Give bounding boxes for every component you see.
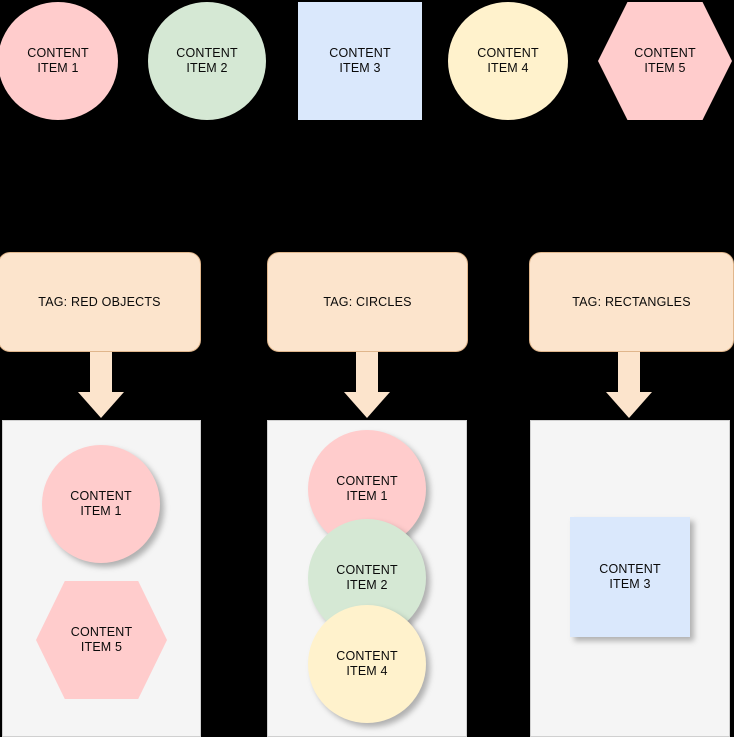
arrow-stem [618, 352, 640, 392]
arrow-circles-icon [344, 352, 390, 418]
shape-label: CONTENT ITEM 1 [70, 489, 132, 518]
source-item-4-circle[interactable]: CONTENT ITEM 4 [448, 2, 568, 120]
shape-label: CONTENT ITEM 1 [27, 46, 89, 75]
panel-red-objects-item-2-hexagon[interactable]: CONTENT ITEM 5 [36, 581, 167, 699]
panel-rectangles-item-1-rectangle[interactable]: CONTENT ITEM 3 [570, 517, 690, 637]
shape-label: CONTENT ITEM 5 [70, 625, 133, 654]
arrow-head [606, 392, 652, 418]
tag-box-2[interactable]: TAG: CIRCLES [267, 252, 468, 352]
source-item-3-rectangle[interactable]: CONTENT ITEM 3 [298, 2, 422, 120]
panel-red-objects-item-1-circle[interactable]: CONTENT ITEM 1 [42, 445, 160, 563]
shape-label: CONTENT ITEM 4 [336, 649, 398, 678]
arrow-head [344, 392, 390, 418]
tag-box-1[interactable]: TAG: RED OBJECTS [0, 252, 201, 352]
tag-label: TAG: RECTANGLES [572, 295, 691, 309]
shape-label: CONTENT ITEM 4 [477, 46, 539, 75]
tag-label: TAG: RED OBJECTS [38, 295, 161, 309]
shape-label: CONTENT ITEM 3 [599, 562, 661, 591]
arrow-rectangles-icon [606, 352, 652, 418]
shape-label: CONTENT ITEM 3 [329, 46, 391, 75]
panel-circles-item-3-circle[interactable]: CONTENT ITEM 4 [308, 605, 426, 723]
arrow-stem [356, 352, 378, 392]
shape-label: CONTENT ITEM 2 [336, 563, 398, 592]
tag-box-3[interactable]: TAG: RECTANGLES [529, 252, 734, 352]
arrow-red-objects-icon [78, 352, 124, 418]
tag-label: TAG: CIRCLES [323, 295, 412, 309]
shape-label: CONTENT ITEM 5 [634, 46, 696, 75]
shape-label: CONTENT ITEM 1 [336, 474, 398, 503]
arrow-head [78, 392, 124, 418]
arrow-stem [90, 352, 112, 392]
source-item-5-hexagon[interactable]: CONTENT ITEM 5 [598, 2, 732, 120]
source-item-1-circle[interactable]: CONTENT ITEM 1 [0, 2, 118, 120]
shape-label: CONTENT ITEM 2 [176, 46, 238, 75]
source-item-2-circle[interactable]: CONTENT ITEM 2 [148, 2, 266, 120]
